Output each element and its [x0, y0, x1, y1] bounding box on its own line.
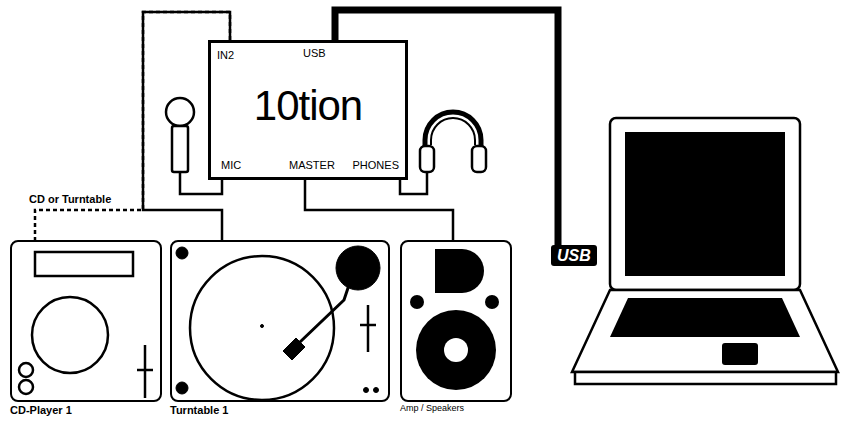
- device-label: CD-Player 1: [10, 404, 72, 416]
- cd-player-details: [19, 252, 153, 398]
- cd-player: CD-Player 1: [10, 240, 162, 402]
- audio-cable: [305, 180, 453, 240]
- usb-cable: [335, 10, 558, 250]
- port-label: IN2: [217, 49, 234, 61]
- device-label: Turntable 1: [170, 404, 228, 416]
- interface-box: IN2 USB 10tionMIC MASTER PHONES: [208, 40, 408, 180]
- headphones: [400, 112, 486, 194]
- turntable: Turntable 1: [170, 240, 390, 402]
- laptop: [572, 118, 838, 384]
- brand-logo: 10tion: [211, 83, 405, 129]
- edge-label: CD or Turntable: [27, 193, 113, 206]
- port-label: MASTER: [289, 159, 335, 171]
- device-label: Amp / Speakers: [400, 404, 464, 414]
- audio-cable: [143, 12, 230, 240]
- port-label: MIC: [221, 159, 241, 171]
- turntable-details: [176, 246, 380, 400]
- speaker: Amp / Speakers: [400, 240, 512, 402]
- port-label: USB: [303, 47, 326, 59]
- speaker-details: [410, 249, 499, 390]
- port-label: PHONES: [353, 159, 399, 171]
- cable-label: USB: [551, 245, 597, 266]
